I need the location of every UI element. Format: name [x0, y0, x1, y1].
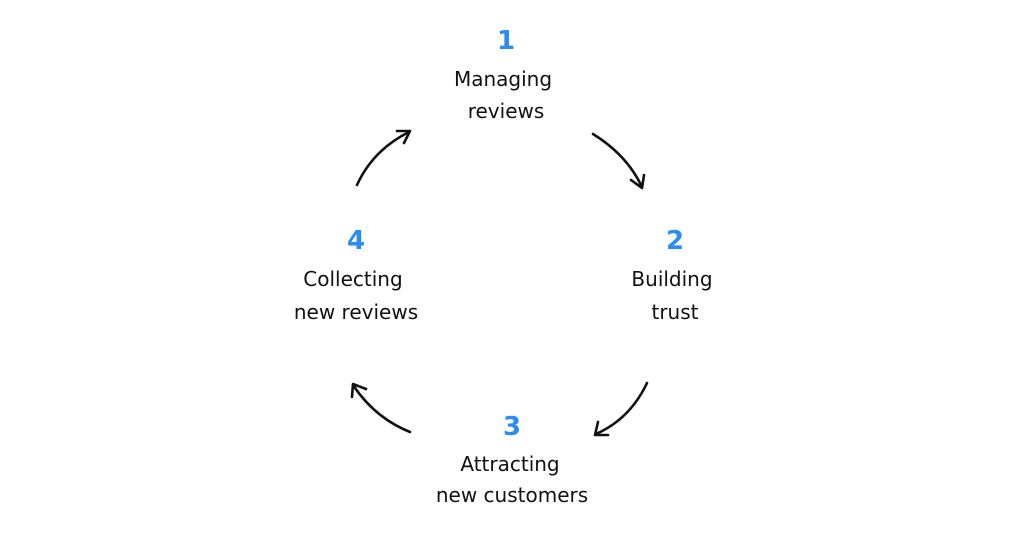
step-3-label-line-2: new customers: [436, 483, 588, 507]
arrow-step-1-to-2-icon: [591, 132, 646, 190]
step-2-number: 2: [666, 226, 684, 256]
step-2-label-line-2: trust: [651, 300, 698, 324]
step-2-label-line-1: Building: [631, 267, 712, 291]
arrow-step-4-to-1-icon: [355, 129, 412, 187]
step-4-label-line-1: Collecting: [303, 267, 402, 291]
step-1-label-line-2: reviews: [468, 99, 545, 123]
step-3-number: 3: [503, 412, 521, 442]
step-1-label-line-1: Managing: [454, 67, 552, 91]
step-1: 1 Managing reviews: [454, 26, 552, 123]
step-3-label-line-1: Attracting: [460, 452, 559, 476]
arrow-step-2-to-3-icon: [593, 381, 649, 437]
step-1-number: 1: [497, 26, 515, 56]
step-4-number: 4: [347, 226, 365, 256]
step-3: 3 Attracting new customers: [436, 412, 588, 507]
step-2: 2 Building trust: [631, 226, 712, 324]
step-4-label-line-2: new reviews: [294, 300, 418, 324]
arrow-step-3-to-4-icon: [350, 382, 412, 434]
step-4: 4 Collecting new reviews: [294, 226, 418, 324]
